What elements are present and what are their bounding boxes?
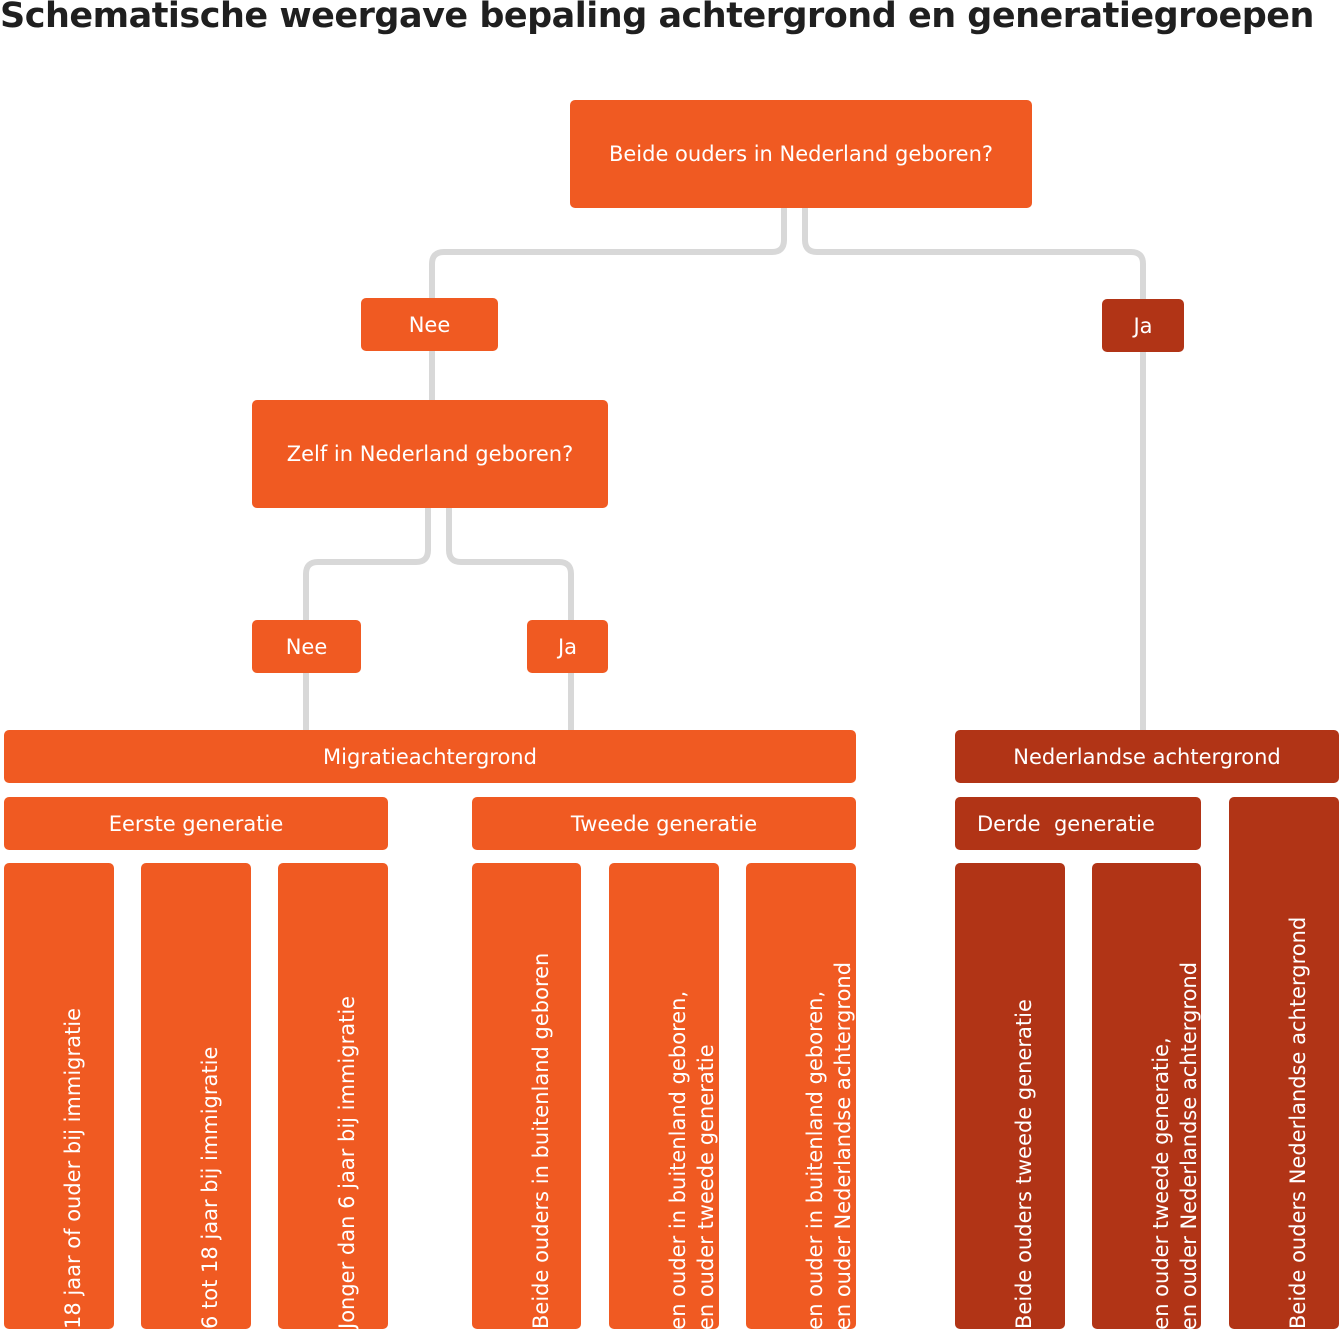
group-label-line-1: 6 tot 18 jaar bij immigratie xyxy=(198,1046,222,1329)
diagram-title: Schematische weergave bepaling achtergro… xyxy=(0,0,1314,36)
group-second-gen-one-abroad-one-second: Een ouder in buitenland geboren, een oud… xyxy=(609,863,719,1329)
group-label-line-1: Jonger dan 6 jaar bij immigratie xyxy=(335,995,359,1329)
group-label-line-1: Beide ouders tweede generatie xyxy=(1012,999,1036,1329)
question-self-born-nl: Zelf in Nederland geboren? xyxy=(252,400,608,508)
group-label-line-2: een ouder tweede generatie xyxy=(694,1044,718,1329)
group-first-gen-18-plus: 18 jaar of ouder bij immigratie xyxy=(4,863,114,1329)
connector-q2-nee xyxy=(303,508,431,620)
second-generation-header: Tweede generatie xyxy=(472,797,856,850)
group-label-line-2: een ouder Nederlandse achtergrond xyxy=(831,961,855,1329)
first-generation-header: Eerste generatie xyxy=(4,797,388,850)
group-second-gen-both-abroad: Beide ouders in buitenland geboren xyxy=(472,863,581,1329)
group-label-line-2: een ouder Nederlandse achtergrond xyxy=(1176,961,1201,1329)
group-label-line-1: Een ouder in buitenland geboren, xyxy=(666,990,690,1329)
group-dutch-both-parents-dutch: Beide ouders Nederlandse achtergrond xyxy=(1229,797,1339,1329)
answer-q2-ja: Ja xyxy=(527,620,608,673)
group-label-line-1: Beide ouders in buitenland geboren xyxy=(528,952,553,1329)
third-generation-header: Derde generatie xyxy=(955,797,1201,850)
group-label-line-1: Een ouder in buitenland geboren, xyxy=(803,990,827,1329)
group-label-line-1: Een ouder tweede generatie, xyxy=(1148,1037,1173,1329)
group-first-gen-under-6: Jonger dan 6 jaar bij immigratie xyxy=(278,863,388,1329)
answer-q1-ja: Ja xyxy=(1102,299,1184,352)
group-label-line-1: 18 jaar of ouder bij immigratie xyxy=(61,1008,85,1329)
group-label-line-1: Beide ouders Nederlandse achtergrond xyxy=(1286,916,1310,1329)
group-second-gen-one-abroad-one-dutch: Een ouder in buitenland geboren, een oud… xyxy=(746,863,856,1329)
connector-q1-nee xyxy=(429,208,787,298)
group-first-gen-6-to-18: 6 tot 18 jaar bij immigratie xyxy=(141,863,251,1329)
dutch-background-bar: Nederlandse achtergrond xyxy=(955,730,1339,783)
migration-background-bar: Migratieachtergrond xyxy=(4,730,856,783)
question-parents-born-nl: Beide ouders in Nederland geboren? xyxy=(570,100,1032,208)
answer-q1-nee: Nee xyxy=(361,298,498,351)
connector-q1-ja xyxy=(802,208,1146,299)
group-third-gen-both-second: Beide ouders tweede generatie xyxy=(955,863,1065,1329)
answer-q2-nee: Nee xyxy=(252,620,361,673)
group-third-gen-one-second-one-dutch: Een ouder tweede generatie, een ouder Ne… xyxy=(1092,863,1201,1329)
connector-q2-ja xyxy=(446,508,574,620)
